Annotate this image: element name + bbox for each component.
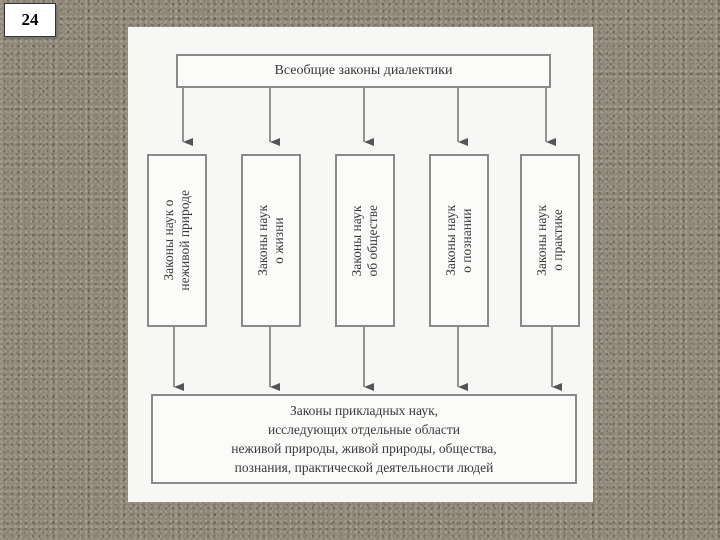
- branch-label-society: Законы наук об обществе: [349, 204, 380, 277]
- diagram-panel: Всеобщие законы диалектики Законы наук о…: [128, 27, 593, 502]
- applied-sciences-box: Законы прикладных наук, исследующих отде…: [151, 394, 577, 484]
- branch-box-life: Законы наук о жизни: [241, 154, 301, 327]
- branch-label-cognition: Законы наук о познании: [443, 205, 474, 276]
- branch-label-life: Законы наук о жизни: [255, 205, 286, 276]
- branch-box-society: Законы наук об обществе: [335, 154, 395, 327]
- general-laws-label: Всеобщие законы диалектики: [274, 63, 453, 78]
- general-laws-box: Всеобщие законы диалектики: [176, 54, 551, 88]
- applied-sciences-label: Законы прикладных наук, исследующих отде…: [231, 403, 497, 475]
- branch-label-practice: Законы наук о практике: [534, 205, 565, 276]
- branch-box-practice: Законы наук о практике: [520, 154, 580, 327]
- connector-arrows: [173, 88, 562, 391]
- branch-box-cognition: Законы наук о познании: [429, 154, 489, 327]
- slide-number: 24: [4, 3, 56, 37]
- branch-label-inanimate-nature: Законы наук о неживой природе: [161, 190, 192, 291]
- branch-box-inanimate-nature: Законы наук о неживой природе: [147, 154, 207, 327]
